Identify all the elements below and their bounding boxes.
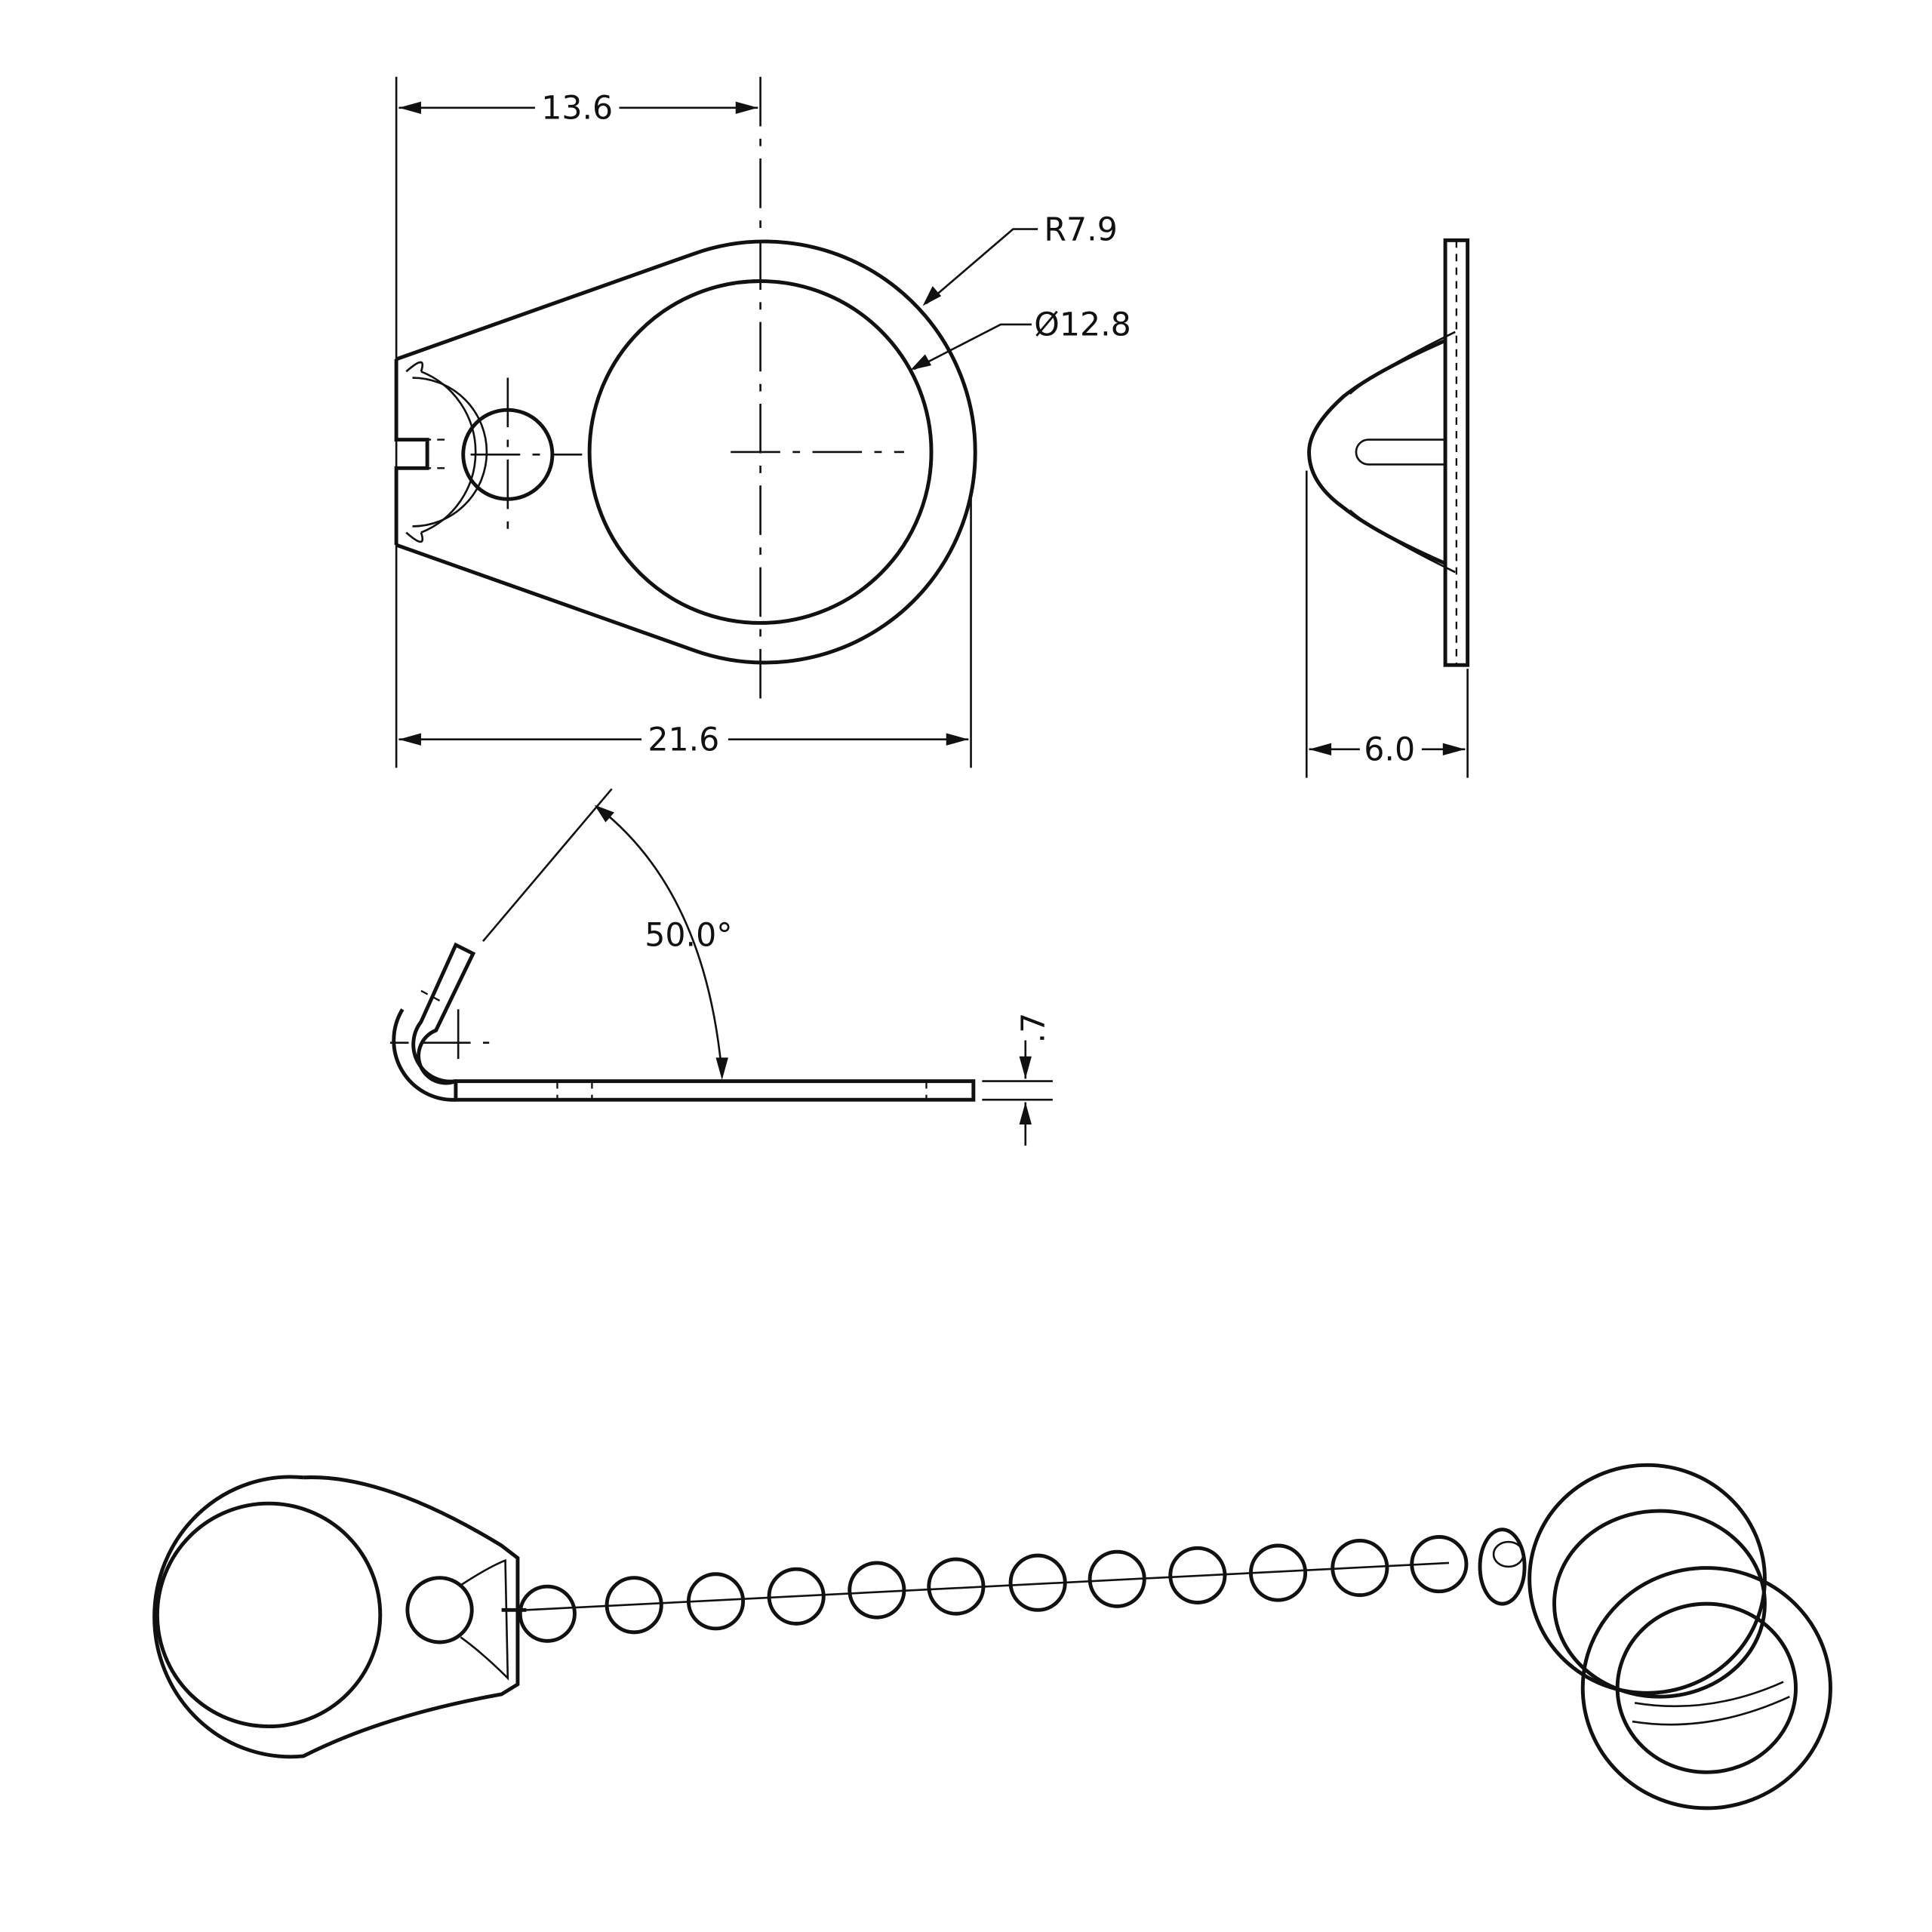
tag-hole [155,1501,383,1729]
dimension-label: 6.0 [1364,731,1415,769]
dimension-label: R7.9 [1044,211,1117,248]
thickness-label: .7 [1014,1013,1052,1044]
bead-chain [518,1535,1469,1643]
angle-label: 50.0° [645,917,732,955]
bend-view: 50.0° .7 [389,788,1053,1146]
dimension-label: Ø12.8 [1034,306,1131,344]
dimension-label: 21.6 [648,721,719,758]
side-view: 6.0 [1305,238,1470,778]
dust-cap [1478,1463,1832,1810]
dimension-r7-9: R7.9 [922,211,1118,306]
dimension-dia-12-8: Ø12.8 [910,306,1131,371]
dimension-13-6: 13.6 [395,76,758,768]
dimension-21-6: 21.6 [398,495,972,768]
top-view [394,76,977,700]
dimension-label: 13.6 [541,90,613,128]
isometric-assembly [152,1463,1832,1810]
